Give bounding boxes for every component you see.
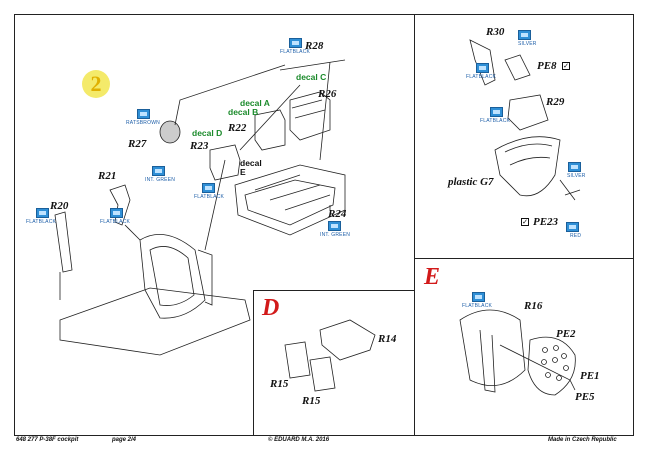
label-r27: R27 [128,138,147,150]
footer-origin: Made in Czech Republic [548,437,617,443]
paint-name: FLATBLACK [280,49,311,55]
label-r24: R24 [328,208,347,220]
cockpit-floor [59,287,251,356]
paint-chip-icon [137,109,150,119]
decal-c-label: decal C [296,72,327,82]
checkbox-pe8-icon: ✓ [562,62,570,70]
part-r26 [289,91,331,141]
label-r29: R29 [546,96,565,108]
label-r28: R28 [305,40,324,52]
paint-chip-icon [328,221,341,231]
paint-chip-icon [568,162,581,172]
decal-b-label: decal B [228,107,259,117]
section-d-letter: D [262,295,280,321]
side-console [234,164,346,236]
part-r27 [159,120,181,144]
vertical-divider [414,14,416,436]
label-pe1: PE1 [580,370,600,382]
part-r16 [459,309,526,386]
part-r29 [507,94,549,131]
paint-chip-icon [202,183,215,193]
paint-chip-icon [490,107,503,117]
part-r23 [209,144,241,181]
step-number-badge: 2 [82,70,110,98]
paint-name: FLATBLACK [480,118,511,124]
paint-chip-icon [566,222,579,232]
paint-name: FLATBLACK [100,219,131,225]
paint-chip-icon [476,63,489,73]
decal-e-label-1: decal [240,158,262,168]
section-e-letter: E [424,264,441,290]
paint-name: SILVER [518,41,537,47]
paint-name: INT. GREEN [145,177,176,183]
label-r15-a: R15 [270,378,289,390]
label-r22: R22 [228,122,247,134]
label-pe8: PE8 [537,60,557,72]
checkbox-pe23-icon: ✓ [521,218,529,226]
part-r30 [469,39,496,86]
paint-name: FLATBLACK [466,74,497,80]
paint-chip-icon [110,208,123,218]
label-r26: R26 [318,88,337,100]
label-r16: R16 [524,300,543,312]
footer-page: page 2/4 [112,437,137,443]
part-r14 [319,319,376,361]
decal-e-label-2: E [240,167,246,177]
seat-back [139,234,206,319]
paint-chip-icon [36,208,49,218]
part-r20 [54,211,73,273]
part-pe2 [527,336,576,396]
part-r21 [109,184,131,226]
right-horizontal-divider [414,258,634,260]
part-r15 [284,341,336,392]
paint-name: SILVER [567,173,586,179]
label-r20: R20 [50,200,69,212]
decal-d-label: decal D [192,128,223,138]
label-r14: R14 [378,333,397,345]
paint-name: RATSBROWN [126,120,160,126]
label-r15-b: R15 [302,395,321,407]
box-d-top [253,290,415,292]
label-pe2: PE2 [556,328,576,340]
part-r22 [254,109,286,151]
paint-name: FLATBLACK [194,194,225,200]
paint-chip-icon [152,166,165,176]
footer-code: 648 277 P-38F cockpit [16,437,79,443]
paint-name: RED [570,233,582,239]
label-r23: R23 [190,140,209,152]
paint-chip-icon [472,292,485,302]
label-r30: R30 [486,26,505,38]
decal-a-label: decal A [240,98,270,108]
instruction-frame [14,14,634,436]
paint-name: FLATBLACK [462,303,493,309]
box-d-left [253,290,255,436]
footer-copyright: © EDUARD M.A. 2016 [268,437,330,443]
paint-chip-icon [289,38,302,48]
label-pe5: PE5 [575,391,595,403]
part-r28 [279,59,346,71]
paint-chip-icon [518,30,531,40]
paint-name: FLATBLACK [26,219,57,225]
paint-name: INT. GREEN [320,232,351,238]
label-plastic-g7: plastic G7 [448,176,494,188]
plastic-g7 [494,136,561,197]
label-pe23: PE23 [533,216,559,228]
label-r21: R21 [98,170,117,182]
